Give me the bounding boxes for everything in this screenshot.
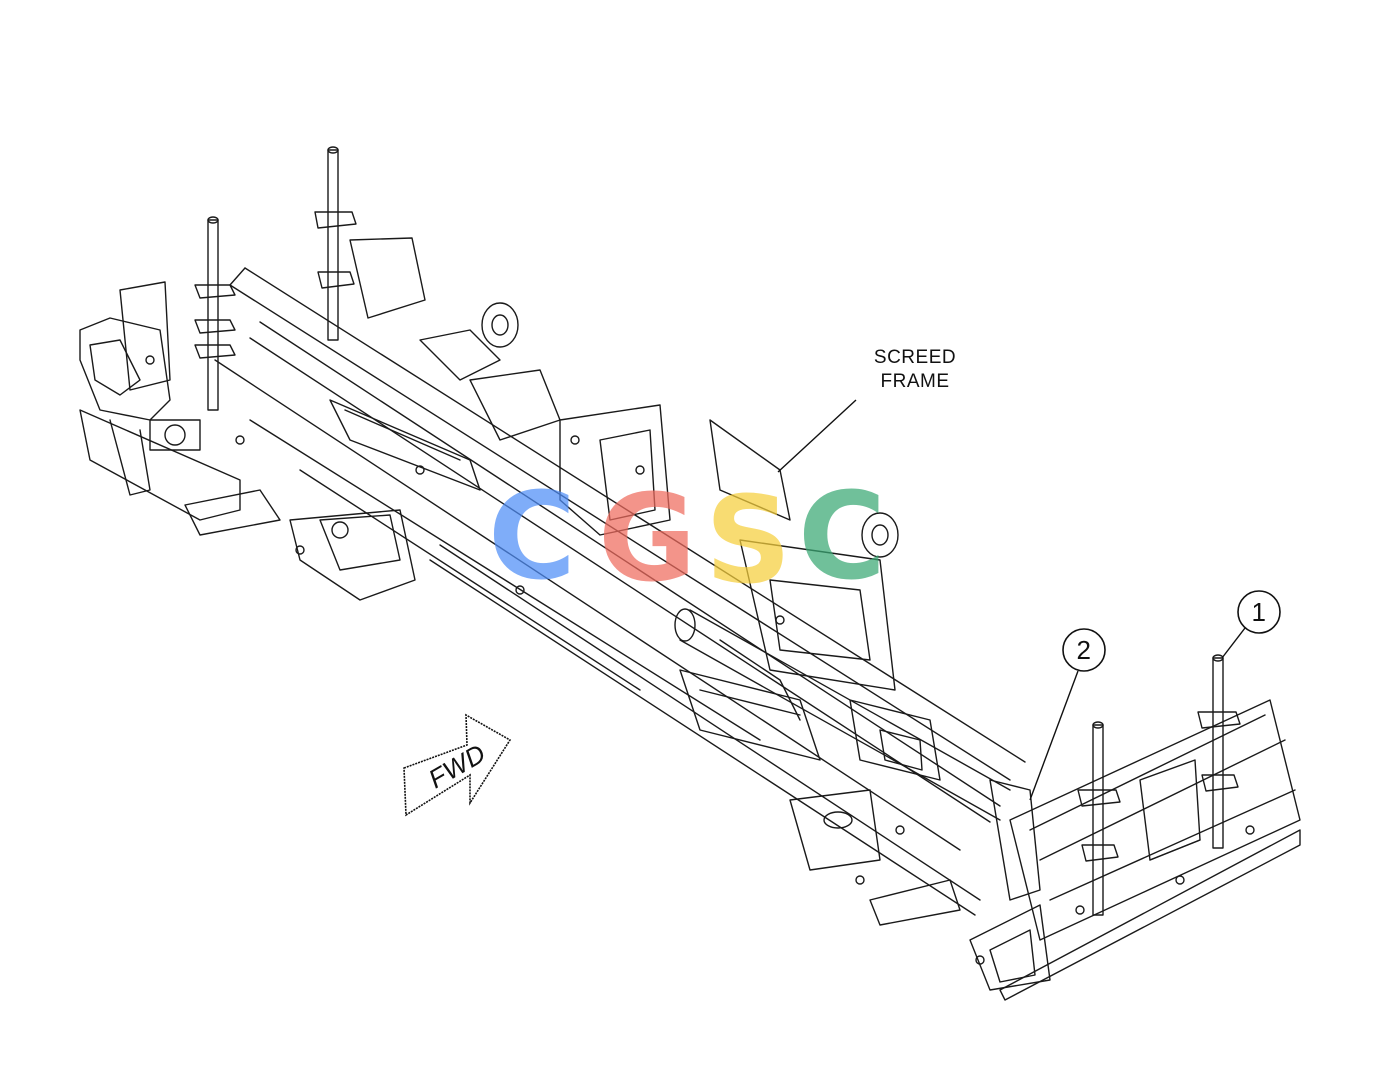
right-extension-screw-1 (1197, 654, 1241, 849)
callout-2-number: 2 (1076, 635, 1092, 665)
screed-frame-main-beam (214, 267, 1026, 916)
left-extension-screw-1 (194, 216, 236, 411)
screed-frame-label-line1: SCREED (873, 347, 957, 368)
left-end-assembly (79, 281, 416, 601)
center-section (329, 302, 941, 781)
right-extension-screw-2 (1077, 721, 1121, 916)
screed-frame-label-line2: FRAME (880, 371, 950, 392)
fwd-arrow (403, 713, 512, 817)
left-extension-screw-2 (314, 146, 426, 341)
callout-2 (1029, 628, 1106, 801)
callout-1-number: 1 (1251, 597, 1267, 627)
bolt-heads (145, 355, 1255, 965)
watermark-letter: S (705, 472, 791, 611)
watermark-letter: C (488, 468, 576, 607)
watermark: C G S C (488, 468, 886, 611)
watermark-letter: C (798, 468, 886, 607)
right-end-assembly (789, 699, 1301, 1001)
screed-frame-leader-line (777, 399, 857, 473)
screed-frame-label: SCREED FRAME (850, 346, 980, 394)
watermark-letter: G (598, 470, 697, 609)
callout-1 (1221, 590, 1281, 659)
